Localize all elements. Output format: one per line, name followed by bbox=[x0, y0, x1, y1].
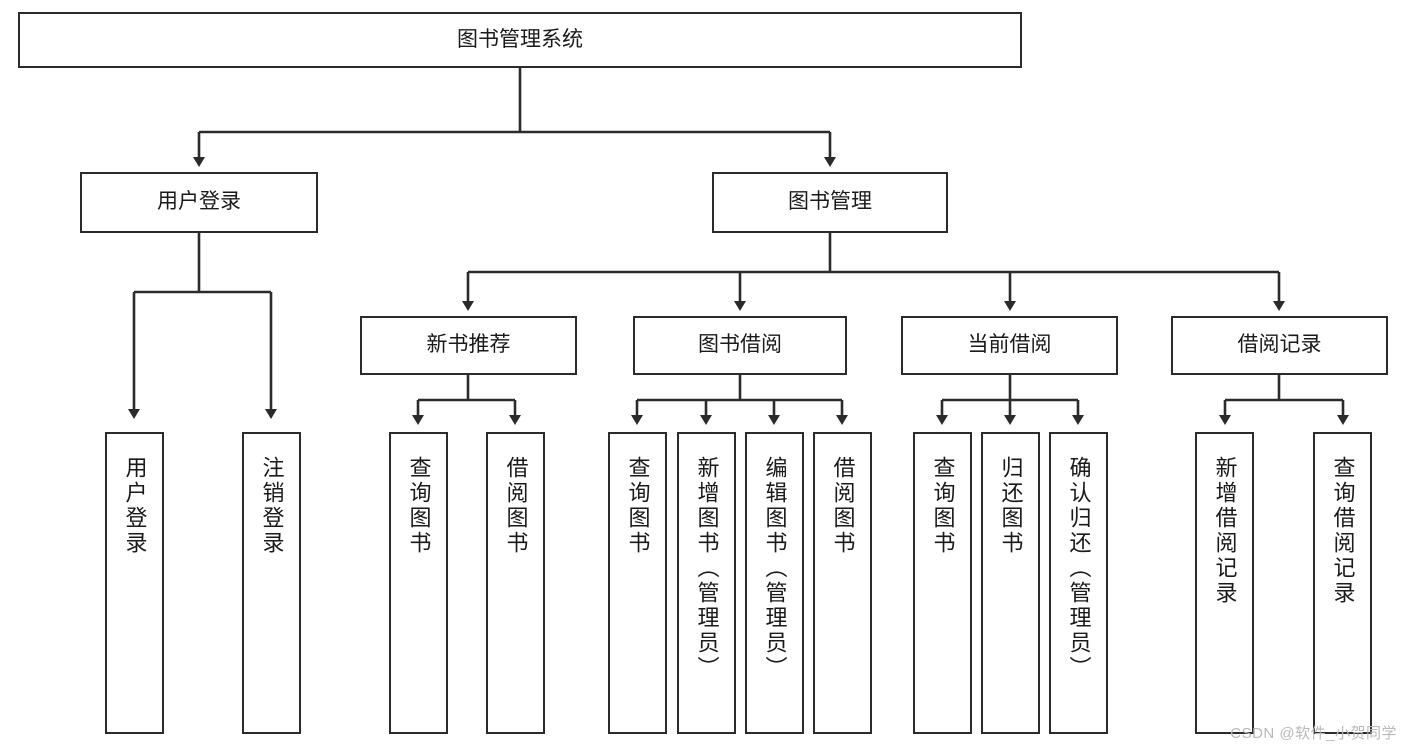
leaf-current-borrow-return-book[interactable]: 归还图书 bbox=[981, 432, 1040, 734]
csdn-watermark: CSDN @软件_小贺同学 bbox=[1230, 725, 1397, 742]
leaf-user-login-login[interactable]: 用户登录 bbox=[105, 432, 164, 734]
node-book-borrow-label: 图书借阅 bbox=[698, 333, 782, 357]
leaf-label: 新增图书（管理员） bbox=[694, 456, 720, 681]
node-book-management[interactable]: 图书管理 bbox=[712, 172, 948, 233]
leaf-label: 注销登录 bbox=[259, 456, 285, 556]
leaf-user-login-logout[interactable]: 注销登录 bbox=[242, 432, 301, 734]
leaf-label: 确认归还（管理员） bbox=[1066, 456, 1092, 681]
node-root-label: 图书管理系统 bbox=[457, 27, 583, 51]
leaf-label: 借阅图书 bbox=[503, 456, 529, 556]
leaf-label: 借阅图书 bbox=[830, 456, 856, 556]
leaf-book-borrow-add-book-admin[interactable]: 新增图书（管理员） bbox=[677, 432, 736, 734]
node-user-login[interactable]: 用户登录 bbox=[80, 172, 318, 233]
leaf-borrow-record-add-record[interactable]: 新增借阅记录 bbox=[1195, 432, 1254, 734]
leaf-label: 查询借阅记录 bbox=[1330, 456, 1356, 606]
leaf-book-borrow-query-book[interactable]: 查询图书 bbox=[608, 432, 667, 734]
leaf-label: 归还图书 bbox=[998, 456, 1024, 556]
leaf-book-borrow-borrow-book[interactable]: 借阅图书 bbox=[813, 432, 872, 734]
leaf-current-borrow-query-book[interactable]: 查询图书 bbox=[913, 432, 972, 734]
leaf-book-borrow-edit-book-admin[interactable]: 编辑图书（管理员） bbox=[745, 432, 804, 734]
node-new-book-recommend-label: 新书推荐 bbox=[426, 333, 511, 357]
leaf-borrow-record-query-record[interactable]: 查询借阅记录 bbox=[1313, 432, 1372, 734]
node-current-borrow[interactable]: 当前借阅 bbox=[901, 316, 1118, 375]
leaf-label: 新增借阅记录 bbox=[1212, 456, 1238, 606]
leaf-new-book-borrow-book[interactable]: 借阅图书 bbox=[486, 432, 545, 734]
node-borrow-record[interactable]: 借阅记录 bbox=[1171, 316, 1388, 375]
leaf-label: 查询图书 bbox=[406, 456, 432, 556]
node-book-management-label: 图书管理 bbox=[788, 190, 872, 214]
node-borrow-record-label: 借阅记录 bbox=[1237, 333, 1322, 357]
node-user-login-label: 用户登录 bbox=[157, 190, 241, 214]
leaf-new-book-query-book[interactable]: 查询图书 bbox=[389, 432, 448, 734]
leaf-label: 查询图书 bbox=[625, 456, 651, 556]
node-root[interactable]: 图书管理系统 bbox=[18, 12, 1022, 68]
node-current-borrow-label: 当前借阅 bbox=[967, 333, 1052, 357]
node-book-borrow[interactable]: 图书借阅 bbox=[633, 316, 847, 375]
leaf-label: 查询图书 bbox=[930, 456, 956, 556]
node-new-book-recommend[interactable]: 新书推荐 bbox=[360, 316, 577, 375]
leaf-current-borrow-confirm-return-admin[interactable]: 确认归还（管理员） bbox=[1049, 432, 1108, 734]
leaf-label: 编辑图书（管理员） bbox=[762, 456, 788, 681]
leaf-label: 用户登录 bbox=[122, 456, 148, 556]
